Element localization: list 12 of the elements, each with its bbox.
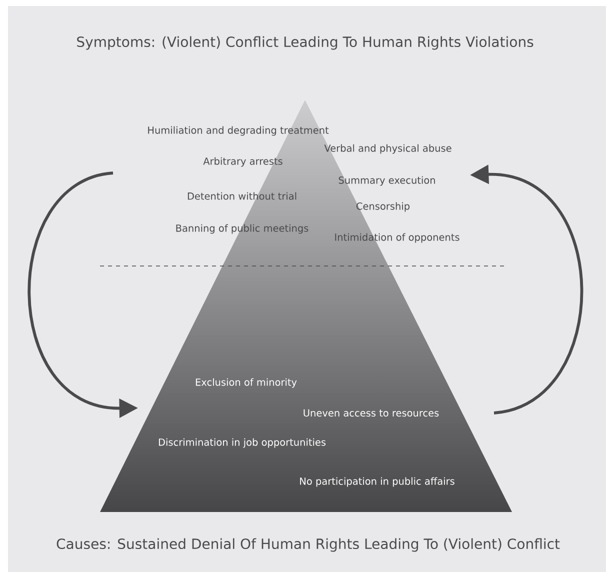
caption: Causes: Sustained Denial Of Human Rights Leading To (Violent) Conflict — [56, 538, 560, 552]
item-label: Censorship — [356, 202, 410, 212]
item-label: Summary execution — [338, 176, 435, 186]
item-label: Detention without trial — [188, 192, 296, 200]
item-label: Discrimination in job opportunities — [158, 438, 326, 448]
item-label: Uneven access to resources — [304, 409, 439, 417]
item-label: Verbal and physical abuse — [324, 144, 452, 154]
item-label: No participation in public affairs — [300, 477, 454, 487]
item-label: Exclusion of minority — [196, 378, 297, 388]
item-label: Humiliation and degrading treatment — [148, 126, 329, 136]
item-label: Arbitrary arrests — [203, 157, 282, 167]
title: Symptoms: (Violent) Conflict Leading To Human Rights Violations — [77, 36, 534, 50]
